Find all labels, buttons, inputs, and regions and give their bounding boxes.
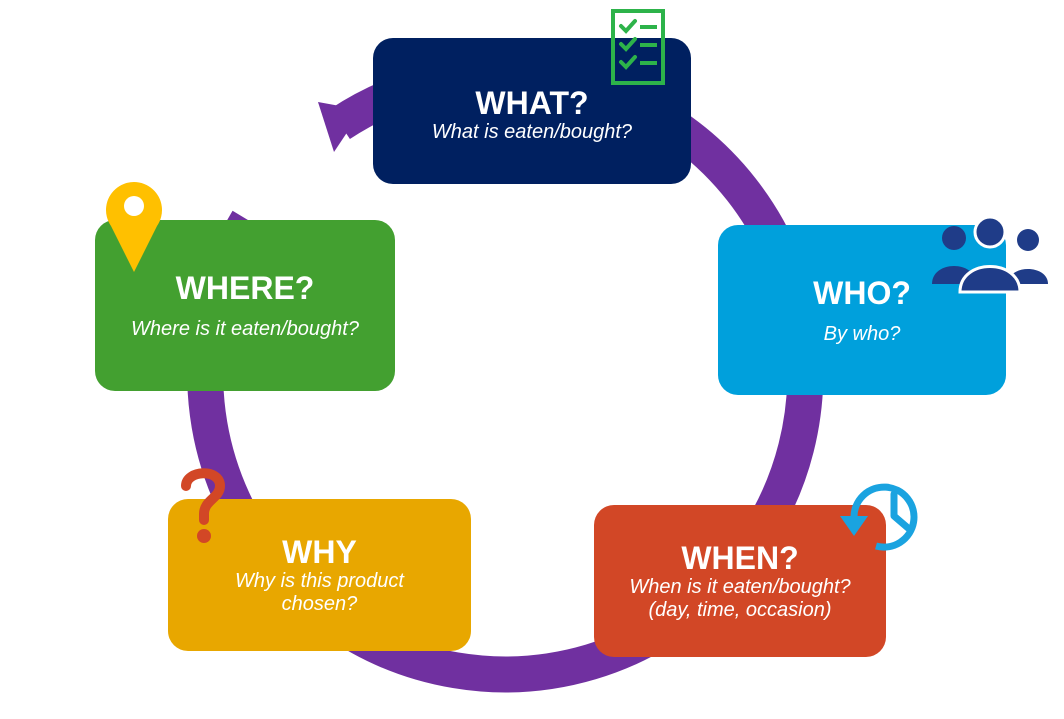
when-title: WHEN? bbox=[681, 540, 799, 576]
when-box: WHEN? When is it eaten/bought? (day, tim… bbox=[594, 505, 886, 657]
who-title: WHO? bbox=[813, 274, 911, 311]
who-box: WHO? By who? bbox=[718, 225, 1006, 395]
why-title: WHY bbox=[282, 534, 357, 570]
question-mark-icon bbox=[181, 468, 226, 543]
people-icon bbox=[932, 215, 1048, 294]
where-box: WHERE? Where is it eaten/bought? bbox=[95, 220, 395, 391]
location-pin-icon bbox=[106, 182, 162, 272]
checklist-icon bbox=[611, 9, 665, 85]
who-subtitle: By who? bbox=[823, 322, 901, 345]
why-box: WHY Why is this product chosen? bbox=[168, 499, 471, 651]
where-subtitle: Where is it eaten/bought? bbox=[131, 318, 359, 340]
what-title: WHAT? bbox=[475, 84, 589, 121]
what-box: WHAT? What is eaten/bought? bbox=[373, 38, 691, 184]
cycle-arrowhead bbox=[318, 102, 362, 152]
clock-icon bbox=[840, 483, 918, 551]
what-subtitle: What is eaten/bought? bbox=[431, 120, 633, 143]
when-subtitle: When is it eaten/bought? (day, time, occ… bbox=[629, 576, 851, 621]
why-subtitle: Why is this product chosen? bbox=[235, 570, 404, 615]
where-title: WHERE? bbox=[175, 270, 315, 306]
